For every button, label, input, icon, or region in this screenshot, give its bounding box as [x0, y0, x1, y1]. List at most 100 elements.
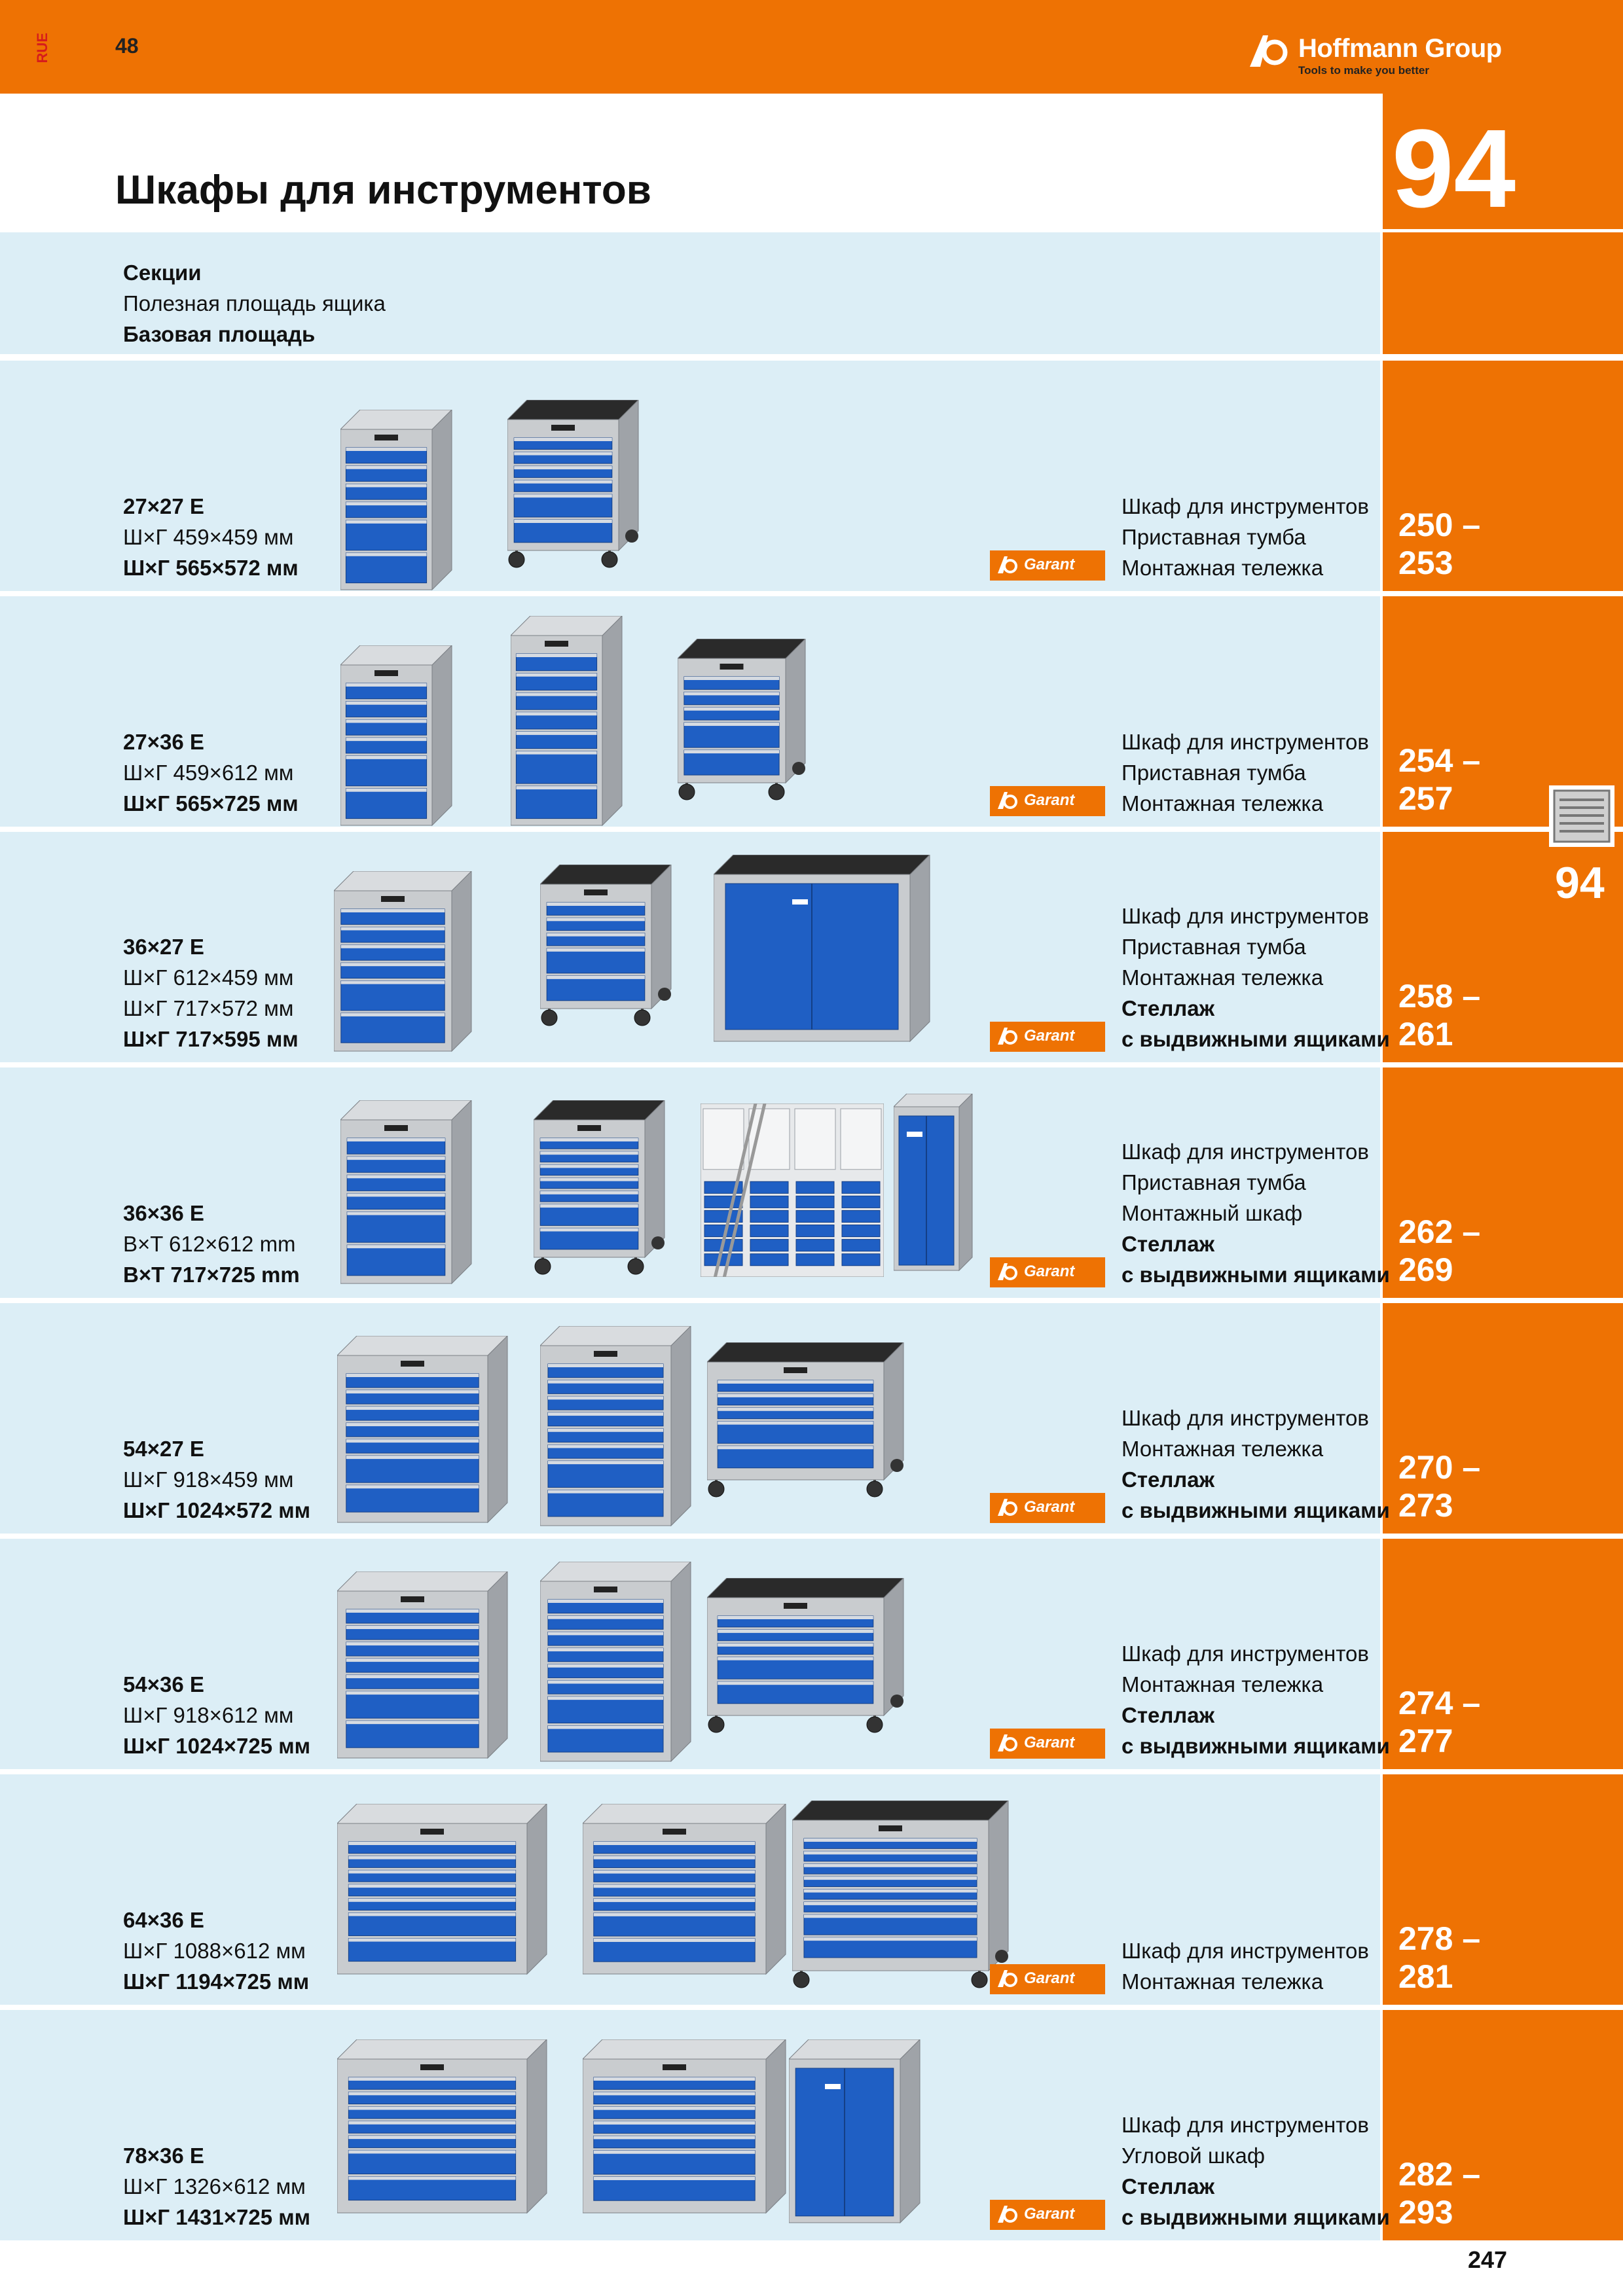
page-range: 258 –261: [1398, 977, 1480, 1053]
page-ref-box: [1383, 361, 1623, 591]
product-type: Монтажная тележка: [1122, 1437, 1324, 1461]
base-area: Ш×Г 565×572 мм: [123, 556, 299, 580]
product-type: с выдвижными ящиками: [1122, 1027, 1390, 1051]
page-range: 282 –293: [1398, 2155, 1480, 2231]
section-size: 54×36 E: [123, 1672, 204, 1696]
page-range-end: 253: [1398, 545, 1453, 581]
product-type: Стеллаж: [1122, 2174, 1215, 2198]
section-size: 54×27 E: [123, 1437, 204, 1461]
assembly-trolley-image: [678, 639, 806, 800]
product-type: Шкаф для инструментов: [1122, 730, 1369, 754]
chapter-box: 94: [1383, 94, 1623, 229]
garant-logo-text: Garant: [1024, 2205, 1075, 2223]
garant-logo-icon: [998, 1734, 1017, 1751]
garant-logo: Garant: [990, 2200, 1105, 2230]
drawer-area: Ш×Г 612×459 мм: [123, 965, 294, 990]
product-type: с выдвижными ящиками: [1122, 1498, 1390, 1522]
chapter-number: 94: [1392, 107, 1516, 231]
drawer-rack-image: [540, 1562, 691, 1763]
page-range-end: 293: [1398, 2194, 1453, 2231]
side-cabinet-image: [511, 616, 623, 827]
product-type: Шкаф для инструментов: [1122, 904, 1369, 928]
brand-tagline: Tools to make you better: [1298, 64, 1429, 77]
row-dimensions: 36×36 E B×T 612×612 mm B×T 717×725 mm: [123, 1198, 300, 1290]
hoffmann-logo: Hoffmann Group Tools to make you better: [1247, 26, 1509, 92]
drawer-area: Ш×Г 918×459 мм: [123, 1467, 294, 1492]
page-range-start: 274 –: [1398, 1685, 1481, 1721]
product-type: с выдвижными ящиками: [1122, 2205, 1390, 2229]
page-range-start: 254 –: [1398, 742, 1481, 779]
product-type: Шкаф для инструментов: [1122, 1406, 1369, 1430]
page-range-start: 250 –: [1398, 507, 1481, 543]
drawer-area: Ш×Г 918×612 мм: [123, 1703, 294, 1727]
legend-sections: Секции: [123, 260, 202, 285]
assembly-trolley-image: [707, 1578, 904, 1733]
page-ref-box: [1383, 1539, 1623, 1769]
product-row: [0, 361, 1380, 591]
page-ref-box: [1383, 1067, 1623, 1298]
product-type: Монтажная тележка: [1122, 965, 1324, 990]
assembly-trolley-image: [707, 1342, 904, 1498]
drawer-rack-image: [583, 1804, 786, 1975]
tool-cabinet-image: [340, 645, 452, 827]
product-type: Шкаф для инструментов: [1122, 2113, 1369, 2137]
top-bar: [0, 0, 1623, 94]
garant-logo: Garant: [990, 550, 1105, 581]
page-range: 274 –277: [1398, 1684, 1480, 1760]
corner-cabinet-image: [789, 2039, 921, 2224]
garant-logo-icon: [998, 1028, 1017, 1045]
garant-logo: Garant: [990, 786, 1105, 816]
product-type: Приставная тумба: [1122, 1170, 1306, 1194]
page-range: 270 –273: [1398, 1448, 1480, 1524]
side-cabinet-image: [534, 1100, 665, 1275]
product-type: Стеллаж: [1122, 1232, 1215, 1256]
garant-logo: Garant: [990, 1729, 1105, 1759]
product-type: Приставная тумба: [1122, 761, 1306, 785]
page-ref-box: [1383, 1774, 1623, 2005]
tool-cabinet-image: [340, 410, 452, 591]
page-title: Шкафы для инструментов: [115, 168, 651, 213]
product-type: с выдвижными ящиками: [1122, 1263, 1390, 1287]
garant-logo-icon: [998, 1970, 1017, 1987]
drawer-area: B×T 612×612 mm: [123, 1232, 296, 1256]
page-range-end: 277: [1398, 1723, 1453, 1759]
product-type: Монтажная тележка: [1122, 1672, 1324, 1696]
page-number-bottom: 247: [1468, 2246, 1508, 2273]
garant-logo-icon: [998, 556, 1017, 573]
hoffmann-logo-icon: [1250, 35, 1288, 67]
drawer-rack-image: [714, 855, 930, 1043]
section-size: 36×36 E: [123, 1201, 204, 1225]
brand-name: Hoffmann Group: [1298, 34, 1502, 63]
product-type: Монтажная тележка: [1122, 556, 1324, 580]
product-type: Монтажная тележка: [1122, 1969, 1324, 1994]
tab-connector: [1380, 827, 1549, 829]
garant-logo-icon: [998, 1499, 1017, 1516]
side-tab-number: 94: [1555, 858, 1605, 908]
garant-logo-icon: [998, 2206, 1017, 2223]
section-size: 64×36 E: [123, 1908, 204, 1932]
product-type: Приставная тумба: [1122, 935, 1306, 959]
assembly-trolley-image: [507, 400, 639, 568]
tool-cabinet-image: [334, 871, 472, 1052]
tool-cabinet-image: [337, 1804, 547, 1975]
base-area: B×T 717×725 mm: [123, 1263, 300, 1287]
product-type: Стеллаж: [1122, 996, 1215, 1020]
garant-logo-text: Garant: [1024, 556, 1075, 573]
garant-logo-text: Garant: [1024, 1498, 1075, 1516]
page-range-start: 278 –: [1398, 1920, 1481, 1957]
page-range: 262 –269: [1398, 1213, 1480, 1289]
drawer-area: Ш×Г 1326×612 мм: [123, 2174, 306, 2198]
product-type: Монтажный шкаф: [1122, 1201, 1303, 1225]
garant-logo: Garant: [990, 1493, 1105, 1523]
tool-cabinet-image: [340, 1100, 472, 1285]
base-area: Ш×Г 717×572 мм: [123, 996, 294, 1020]
page-range-start: 258 –: [1398, 978, 1481, 1014]
page-range-end: 257: [1398, 780, 1453, 817]
